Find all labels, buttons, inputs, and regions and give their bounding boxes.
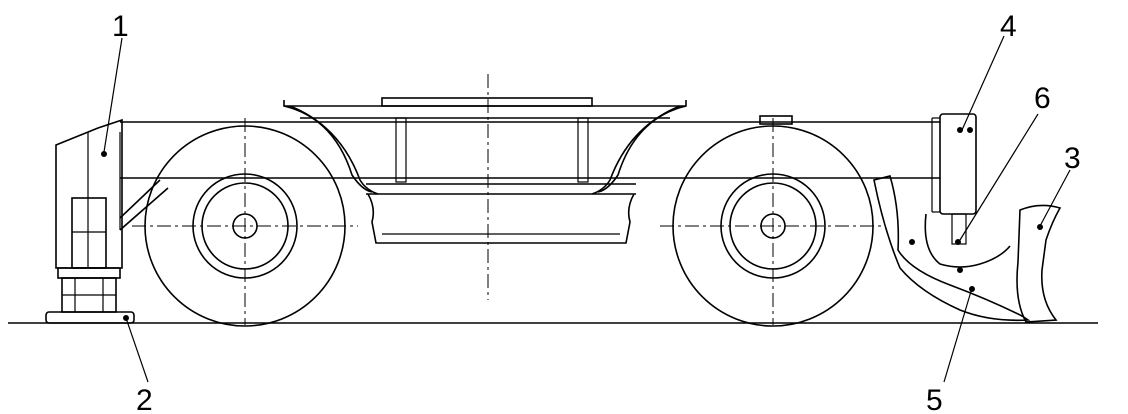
callout-4: 4 (1000, 10, 1017, 43)
front-wheel (660, 118, 886, 327)
callout-1: 1 (112, 10, 129, 43)
support-column (55, 118, 123, 269)
rear-wheel (132, 118, 358, 327)
leader-lines (103, 35, 1071, 383)
callout-3: 3 (1064, 142, 1081, 175)
chassis-frame (119, 121, 940, 231)
central-cradle (283, 74, 687, 300)
callout-dots (101, 127, 1043, 321)
callout-6: 6 (1034, 82, 1051, 115)
frame-block (759, 115, 793, 125)
front-arm (873, 175, 1031, 322)
jack-foot (45, 267, 135, 324)
callout-5: 5 (926, 384, 943, 414)
callout-2: 2 (136, 384, 153, 414)
front-blade (1016, 204, 1062, 323)
